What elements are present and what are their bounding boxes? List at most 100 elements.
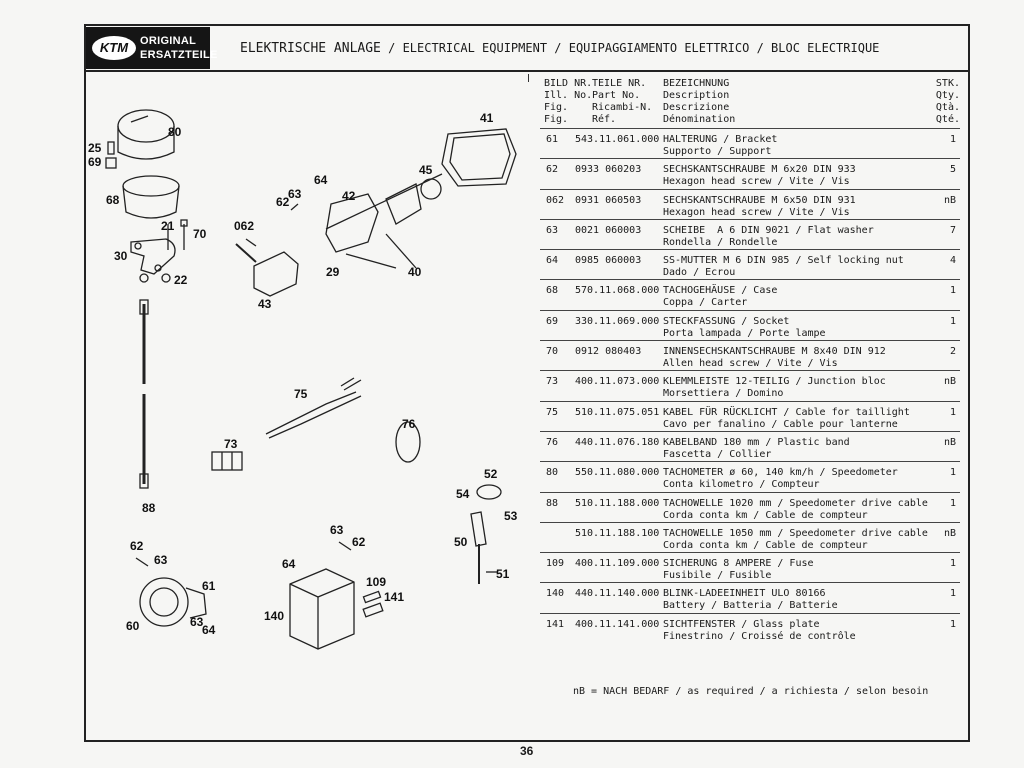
row-fig: 140 bbox=[546, 588, 565, 600]
label-109: 109 bbox=[366, 575, 386, 589]
label-80: 80 bbox=[168, 125, 182, 139]
header-qty-en: Qty. bbox=[935, 90, 960, 101]
ktm-logo: KTM ORIGINAL ERSATZTEILE bbox=[86, 27, 217, 69]
label-63-mid: 63 bbox=[330, 523, 344, 537]
row-fig: 141 bbox=[546, 618, 565, 630]
row-fig: 63 bbox=[546, 224, 559, 236]
row-part: 543.11.061.000 bbox=[575, 134, 660, 145]
row-qty: 1 bbox=[949, 618, 956, 630]
logo-oval: KTM bbox=[92, 36, 136, 60]
label-21: 21 bbox=[161, 219, 175, 233]
row-desc: SICHTFENSTER / Glass plate Finestrino / … bbox=[663, 619, 856, 643]
row-qty: 7 bbox=[949, 224, 956, 236]
row-desc-line1: SS-MUTTER M 6 DIN 985 / Self locking nut bbox=[663, 255, 904, 267]
row-qty: 1 bbox=[949, 406, 956, 418]
header-qty: STK.Qty.Qtà.Qté. bbox=[936, 78, 960, 126]
row-fig: 69 bbox=[546, 315, 559, 327]
row-desc-line2: Fusibile / Fusible bbox=[663, 570, 772, 582]
row-desc: TACHOGEHÄUSE / Case Coppa / Carter bbox=[663, 285, 777, 309]
row-fig: 109 bbox=[546, 558, 565, 570]
row-fig: 68 bbox=[546, 285, 559, 297]
label-062: 062 bbox=[234, 219, 254, 233]
row-desc-line2: Supporto / Support bbox=[663, 146, 772, 157]
table-row: 63 0021 060003 SCHEIBE A 6 DIN 9021 / Flat… bbox=[540, 218, 960, 249]
row-part: 0985 060003 bbox=[575, 255, 642, 267]
row-part: 400.11.109.000 bbox=[575, 558, 660, 570]
row-desc-line1: KLEMMLEISTE 12-TEILIG / Junction bloc bbox=[663, 376, 886, 388]
row-desc-line2: Rondella / Rondelle bbox=[663, 236, 778, 248]
row-fig: 61 bbox=[546, 134, 559, 145]
row-part: 510.11.188.000 bbox=[575, 497, 660, 509]
row-qty: 1 bbox=[949, 134, 956, 145]
label-25: 25 bbox=[88, 141, 102, 155]
header-desc-de: BEZEICHNUNG bbox=[663, 78, 730, 89]
row-desc-line2: Corda conta km / Cable de compteur bbox=[663, 539, 868, 551]
row-qty: 1 bbox=[949, 497, 956, 509]
page-title: ELEKTRISCHE ANLAGE / ELECTRICAL EQUIPMEN… bbox=[240, 41, 879, 56]
row-qty: 2 bbox=[949, 346, 956, 358]
row-part: 510.11.075.051 bbox=[575, 406, 660, 418]
label-76: 76 bbox=[402, 417, 416, 431]
row-fig: 75 bbox=[546, 406, 559, 418]
row-part: 440.11.076.180 bbox=[575, 436, 660, 448]
row-part: 400.11.073.000 bbox=[575, 376, 660, 388]
row-desc-line1: SICHTFENSTER / Glass plate bbox=[663, 618, 820, 630]
label-51: 51 bbox=[496, 567, 510, 581]
label-73: 73 bbox=[224, 437, 238, 451]
speedometer-body bbox=[117, 126, 175, 160]
label-45: 45 bbox=[419, 163, 433, 177]
tail-lamp-42 bbox=[325, 193, 379, 253]
label-140: 140 bbox=[264, 609, 284, 623]
label-70: 70 bbox=[193, 227, 207, 241]
row-desc-line2: Cavo per fanalino / Cable pour lanterne bbox=[663, 418, 898, 430]
row-part: 0021 060003 bbox=[575, 224, 642, 236]
header-qty-it: Qtà. bbox=[935, 102, 960, 113]
row-desc: HALTERUNG / Bracket Supporto / Support bbox=[663, 134, 777, 158]
row-desc: STECKFASSUNG / Socket Porta lampada / Po… bbox=[663, 316, 826, 340]
tacho-case bbox=[122, 175, 180, 197]
row-desc-line1: SECHSKANTSCHRAUBE M 6x50 DIN 931 bbox=[663, 194, 856, 206]
label-53: 53 bbox=[504, 509, 518, 523]
page-header bbox=[84, 24, 970, 72]
label-69: 69 bbox=[88, 155, 102, 169]
header-fig-en: Ill. No. bbox=[544, 90, 593, 101]
header-fig: BILD NR.Ill. No.Fig.Fig. bbox=[544, 78, 592, 126]
row-desc-line2: Allen head screw / Vite / Vis bbox=[663, 358, 838, 370]
row-desc: KABELBAND 180 mm / Plastic band Fascetta… bbox=[663, 437, 850, 461]
label-43: 43 bbox=[258, 297, 272, 311]
row-desc-line2: Hexagon head screw / Vite / Vis bbox=[663, 176, 850, 188]
row-desc-line1: SICHERUNG 8 AMPERE / Fuse bbox=[663, 558, 814, 570]
row-desc-line1: SCHEIBE A 6 DIN 9021 / Flat washer bbox=[663, 224, 874, 236]
label-64-horn: 64 bbox=[202, 623, 216, 637]
flasher-unit-140 bbox=[289, 568, 355, 650]
label-41: 41 bbox=[480, 111, 494, 125]
row-fig: 70 bbox=[546, 346, 559, 358]
row-fig: 73 bbox=[546, 376, 559, 388]
row-desc-line2: Hexagon head screw / Vite / Vis bbox=[663, 206, 850, 218]
header-part-de: TEILE NR. bbox=[592, 78, 647, 89]
row-fig: 64 bbox=[546, 255, 559, 267]
row-part: 0933 060203 bbox=[575, 164, 642, 176]
row-desc-line1: INNENSECHSKANTSCHRAUBE M 8x40 DIN 912 bbox=[663, 346, 886, 358]
footnote: nB = NACH BEDARF / as required / a richi… bbox=[573, 686, 929, 697]
row-desc: KLEMMLEISTE 12-TEILIG / Junction bloc Mo… bbox=[663, 376, 886, 400]
label-62-horn: 62 bbox=[130, 539, 144, 553]
row-part: 510.11.188.100 bbox=[575, 527, 660, 539]
row-desc-line1: STECKFASSUNG / Socket bbox=[663, 315, 790, 327]
row-desc: BLINK-LADEEINHEIT ULO 80166 Battery / Ba… bbox=[663, 588, 838, 612]
label-42: 42 bbox=[342, 189, 356, 203]
label-63-horn-b: 63 bbox=[190, 615, 204, 629]
header-desc-en: Description bbox=[663, 90, 730, 101]
row-part: 550.11.080.000 bbox=[575, 467, 660, 479]
row-part: 570.11.068.000 bbox=[575, 285, 660, 297]
label-54: 54 bbox=[456, 487, 470, 501]
row-desc-line1: SECHSKANTSCHRAUBE M 6x20 DIN 933 bbox=[663, 164, 856, 176]
row-fig: 62 bbox=[546, 164, 559, 176]
